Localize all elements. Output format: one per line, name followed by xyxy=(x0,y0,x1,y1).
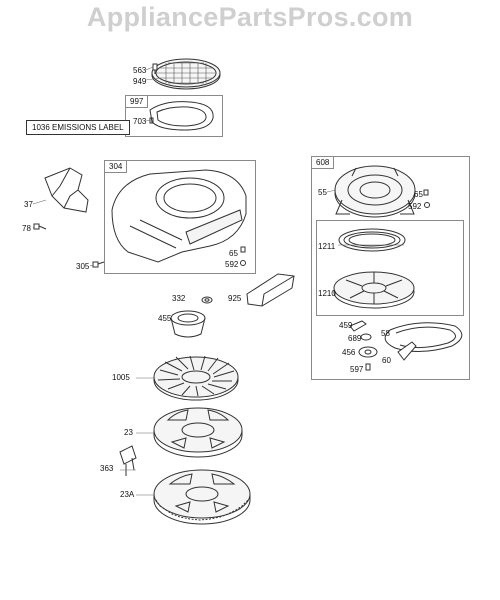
pawl-459-drawing xyxy=(349,320,367,332)
part-label-60: 60 xyxy=(382,356,391,365)
part-label-455: 455 xyxy=(158,314,172,323)
part-label-1211: 1211 xyxy=(318,242,336,251)
rewind-spring-1211-drawing xyxy=(338,228,406,252)
part-label-592-b: 592 xyxy=(408,202,422,211)
armature-363-drawing xyxy=(119,445,137,476)
group-tag-304: 304 xyxy=(105,161,128,173)
screw-305-drawing xyxy=(92,261,105,268)
part-label-1210: 1210 xyxy=(318,289,336,298)
part-label-305: 305 xyxy=(76,262,90,271)
site-watermark: AppliancePartsPros.com xyxy=(86,2,414,32)
fan-1005-drawing xyxy=(153,355,239,401)
part-label-363: 363 xyxy=(100,464,114,473)
emissions-label-box: 1036 EMISSIONS LABEL xyxy=(26,120,130,135)
part-label-37: 37 xyxy=(24,200,33,209)
handle-60-drawing xyxy=(397,341,417,361)
group-tag-608: 608 xyxy=(312,157,335,169)
washer-592-b-drawing xyxy=(424,202,430,208)
part-label-78: 78 xyxy=(22,224,31,233)
part-label-456: 456 xyxy=(342,348,356,357)
part-label-689: 689 xyxy=(348,334,362,343)
part-label-332: 332 xyxy=(172,294,186,303)
group-box-rewind-spring xyxy=(316,220,464,316)
spring-689-drawing xyxy=(360,333,372,341)
flywheel-23-drawing xyxy=(153,407,243,458)
group-box-608: 608 xyxy=(311,156,470,380)
part-label-592-a: 592 xyxy=(225,260,239,269)
deflector-37-drawing xyxy=(44,167,89,213)
cup-455-drawing xyxy=(170,310,206,338)
nut-332-drawing xyxy=(201,296,213,304)
gasket-703-drawing xyxy=(149,101,214,131)
pulley-1210-drawing xyxy=(333,271,415,309)
part-label-55: 55 xyxy=(318,188,327,197)
part-label-1005: 1005 xyxy=(112,373,130,382)
screw-597-drawing xyxy=(365,363,371,371)
part-label-563: 563 xyxy=(133,66,147,75)
part-label-65-a: 65 xyxy=(229,249,238,258)
starter-housing-55-drawing xyxy=(334,165,416,218)
part-label-459: 459 xyxy=(339,321,353,330)
rope-58-drawing xyxy=(384,322,463,352)
part-label-65-b: 65 xyxy=(414,190,423,199)
group-box-997: 997 xyxy=(125,95,223,137)
part-label-949: 949 xyxy=(133,77,147,86)
part-label-925: 925 xyxy=(228,294,242,303)
washer-592-a-drawing xyxy=(240,260,246,266)
part-label-23: 23 xyxy=(124,428,133,437)
flywheel-23a-drawing xyxy=(153,469,251,525)
group-box-304: 304 xyxy=(104,160,256,274)
screw-65-a-drawing xyxy=(240,246,246,253)
group-tag-997: 997 xyxy=(126,96,149,108)
part-label-58: 58 xyxy=(381,329,390,338)
screw-65-b-drawing xyxy=(423,189,429,196)
air-filter-screen-drawing xyxy=(151,58,221,90)
part-label-703: 703 xyxy=(133,117,147,126)
screw-78-drawing xyxy=(33,223,47,230)
guard-925-drawing xyxy=(246,273,295,307)
part-label-597: 597 xyxy=(350,365,364,374)
part-label-23a: 23A xyxy=(120,490,135,499)
blower-housing-304-drawing xyxy=(111,169,247,263)
retainer-456-drawing xyxy=(358,346,378,358)
